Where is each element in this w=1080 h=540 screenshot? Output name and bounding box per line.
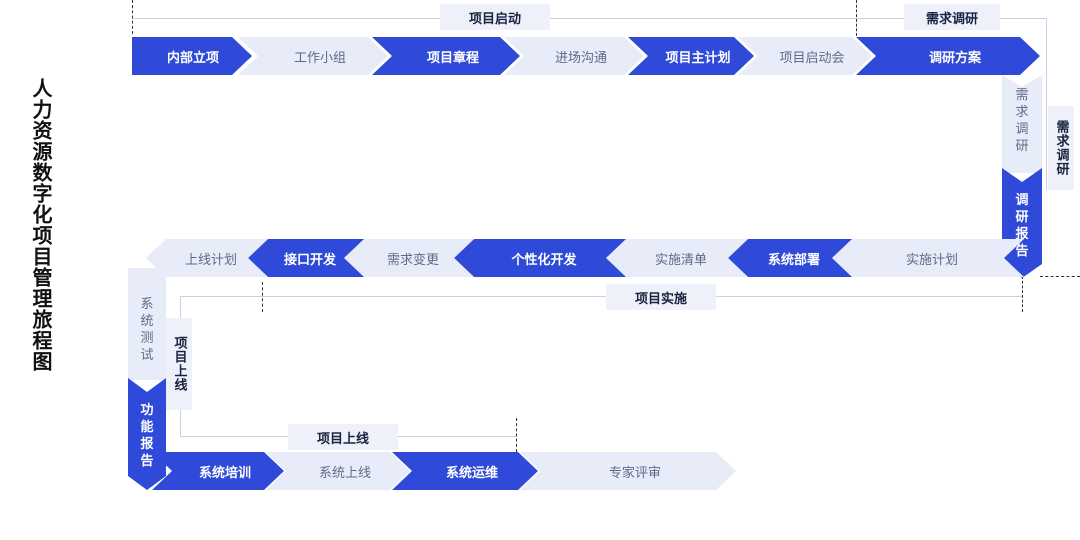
- char: 报: [1015, 227, 1029, 242]
- phase-label-golive-bottom: 项目上线: [288, 424, 398, 450]
- golive-end-marker: [516, 418, 517, 452]
- step-requirement-research: 需 求 调 研: [1002, 75, 1042, 173]
- step-implementation-list: 实施清单: [606, 239, 748, 277]
- step-system-training: 系统培训: [152, 452, 284, 490]
- char: 报: [140, 437, 154, 452]
- step-expert-review: 专家评审: [520, 452, 736, 490]
- implement-end-marker: [1022, 276, 1023, 312]
- step-requirement-change: 需求变更: [344, 239, 474, 277]
- step-system-golive: 系统上线: [266, 452, 410, 490]
- step-function-report: 功 能 报 告: [128, 378, 166, 490]
- phase-label-kickoff: 项目启动: [440, 4, 550, 30]
- step-internal-approval: 内部立项: [132, 37, 252, 75]
- research-end-marker: [1040, 276, 1080, 277]
- char: 系: [140, 297, 154, 312]
- step-master-plan: 项目主计划: [628, 37, 754, 75]
- char: 调: [1015, 193, 1029, 208]
- step-project-charter: 项目章程: [372, 37, 520, 75]
- phase-label-implement: 项目实施: [606, 284, 716, 310]
- research-bracket-line-right: [1046, 18, 1047, 190]
- step-system-testing: 系 统 测 试: [128, 268, 166, 380]
- kickoff-bracket-line: [132, 18, 1046, 19]
- char: 试: [140, 348, 154, 363]
- char: 调: [1015, 122, 1029, 137]
- step-system-operations: 系统运维: [392, 452, 538, 490]
- kickoff-start-marker: [132, 0, 133, 34]
- char: 需: [1015, 88, 1029, 103]
- char: 求: [1015, 105, 1029, 120]
- implement-start-marker: [262, 282, 263, 312]
- step-implementation-plan: 实施计划: [832, 239, 1024, 277]
- char: 能: [140, 420, 154, 435]
- phase-label-research-side: 需求调研: [1048, 106, 1074, 190]
- step-onsite-communication: 进场沟通: [504, 37, 644, 75]
- golive-bracket-line-top: [180, 296, 262, 297]
- char: 研: [1015, 139, 1029, 154]
- phase-label-golive-side: 项目上线: [166, 318, 192, 410]
- step-kickoff-meeting: 项目启动会: [738, 37, 872, 75]
- char: 研: [1015, 210, 1029, 225]
- step-system-deployment: 系统部署: [728, 239, 852, 277]
- char: 告: [1015, 244, 1029, 259]
- step-research-plan: 调研方案: [856, 37, 1040, 75]
- step-golive-plan: 上线计划: [146, 239, 268, 277]
- char: 功: [140, 403, 154, 418]
- phase-label-research-top: 需求调研: [904, 4, 1000, 30]
- char: 统: [140, 314, 154, 329]
- step-work-group: 工作小组: [238, 37, 388, 75]
- step-research-report: 调 研 报 告: [1002, 168, 1042, 278]
- char: 告: [140, 454, 154, 469]
- step-custom-development: 个性化开发: [454, 239, 626, 277]
- char: 测: [140, 331, 154, 346]
- kickoff-end-marker: [856, 0, 857, 36]
- diagram-title: 人力资源数字化项目管理旅程图: [29, 78, 53, 372]
